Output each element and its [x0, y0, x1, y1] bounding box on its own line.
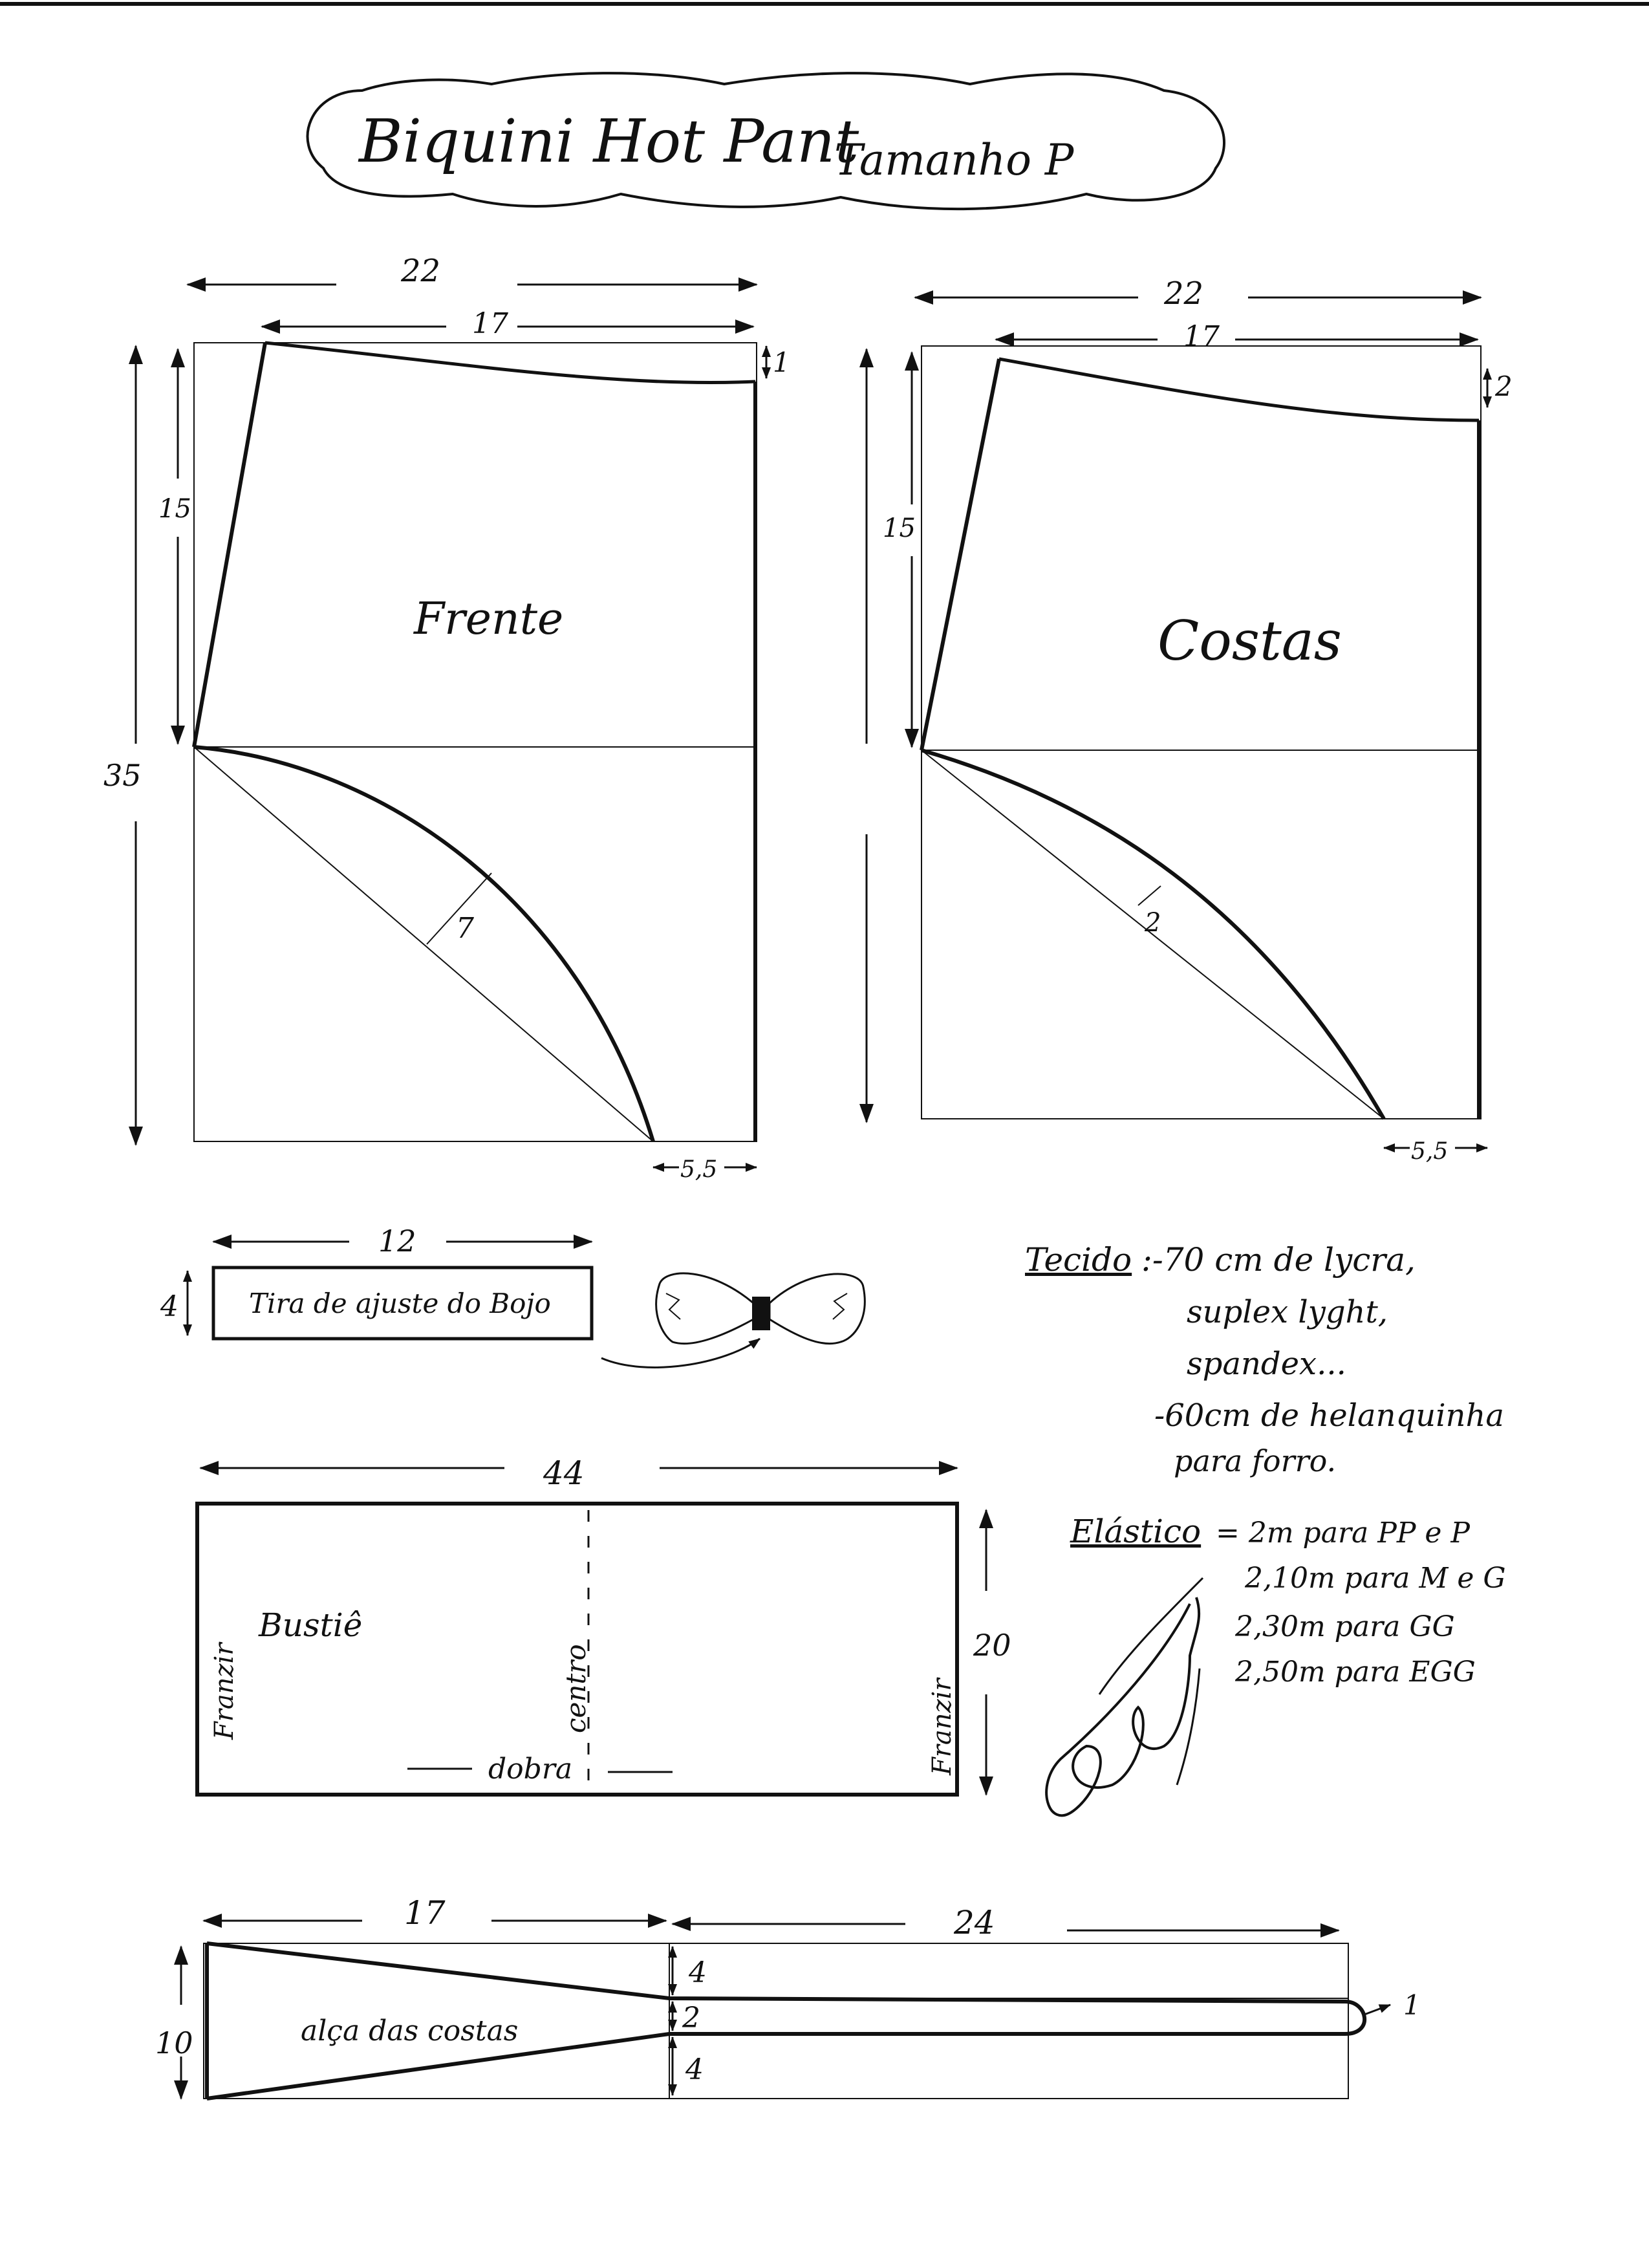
title-cloud: Biquini Hot Pant Tamanho P — [306, 72, 1225, 211]
back-piece: Costas 22 17 2 15 2 5,5 — [859, 275, 1513, 1165]
fabric-line-3: spandex... — [1187, 1346, 1346, 1382]
front-dim-total: 35 — [103, 758, 142, 793]
back-dim-width: 22 — [1163, 275, 1203, 312]
strap-dim-end: 1 — [1403, 1989, 1421, 2021]
back-dim-bottom: 5,5 — [1411, 1138, 1448, 1165]
bustier-gather-left: Franzir — [210, 1641, 239, 1740]
strip-dim-height: 4 — [160, 1290, 178, 1323]
signature — [1045, 1577, 1204, 1817]
strap-seg-top: 4 — [688, 1956, 707, 1989]
strip-label: Tira de ajuste do Bojo — [249, 1288, 551, 1319]
front-label: Frente — [413, 594, 563, 645]
back-label: Costas — [1158, 609, 1342, 673]
bustier-dim-width: 44 — [543, 1454, 585, 1492]
strap-dim-a: 17 — [404, 1894, 446, 1932]
fabric-line-4: -60cm de helanquinha — [1154, 1398, 1504, 1434]
bustier-piece: 44 20 Bustiê Franzir Franzir centro dobr… — [195, 1454, 1011, 1797]
strip-dim-width: 12 — [378, 1224, 416, 1258]
front-dim-top: 17 — [472, 307, 508, 340]
bow-icon — [601, 1272, 866, 1368]
elastic-notes: Elástico = 2m para PP e P 2,10m para M e… — [1070, 1513, 1506, 1689]
bustier-fold: dobra — [488, 1753, 572, 1786]
back-dim-upper: 15 — [883, 513, 916, 543]
elastic-line-1: = 2m para PP e P — [1216, 1517, 1471, 1550]
bustier-gather-right: Franzir — [927, 1677, 957, 1776]
elastic-heading: Elástico — [1070, 1513, 1201, 1550]
elastic-line-4: 2,50m para EGG — [1234, 1656, 1476, 1689]
elastic-line-3: 2,30m para GG — [1234, 1610, 1455, 1643]
bustier-center: centro — [560, 1644, 592, 1733]
front-dim-upper: 15 — [158, 494, 191, 524]
strap-seg-mid: 2 — [682, 2002, 700, 2035]
front-dim-width: 22 — [400, 253, 440, 289]
back-dim-top: 17 — [1183, 320, 1220, 353]
fabric-line-1: :-70 cm de lycra, — [1141, 1241, 1416, 1279]
strap-dim-height: 10 — [155, 2025, 193, 2060]
front-dim-curve: 7 — [456, 912, 474, 945]
fabric-heading: Tecido — [1025, 1241, 1132, 1279]
fabric-line-5: para forro. — [1174, 1443, 1336, 1478]
front-dim-rise: 1 — [773, 347, 790, 378]
strap-seg-bottom: 4 — [685, 2053, 704, 2086]
back-dim-curve: 2 — [1144, 908, 1161, 938]
strap-piece: alça das costas 17 24 10 4 2 4 1 — [155, 1894, 1421, 2101]
fabric-line-2: suplex lyght, — [1187, 1294, 1388, 1330]
fabric-notes: Tecido :-70 cm de lycra, suplex lyght, s… — [1025, 1241, 1504, 1478]
front-dim-bottom: 5,5 — [680, 1156, 717, 1183]
strap-dim-b: 24 — [953, 1904, 995, 1941]
strap-label: alça das costas — [301, 2014, 518, 2047]
back-dim-rise: 2 — [1494, 371, 1513, 402]
bustier-dim-height: 20 — [973, 1628, 1011, 1663]
title-size: Tamanho P — [834, 135, 1075, 185]
title-main: Biquini Hot Pant — [358, 107, 859, 176]
bustier-label: Bustiê — [258, 1606, 362, 1644]
front-piece: Frente 22 17 1 15 35 7 5,5 — [103, 253, 790, 1183]
elastic-line-2: 2,10m para M e G — [1244, 1562, 1506, 1595]
strip-piece: Tira de ajuste do Bojo 12 4 — [160, 1224, 594, 1341]
